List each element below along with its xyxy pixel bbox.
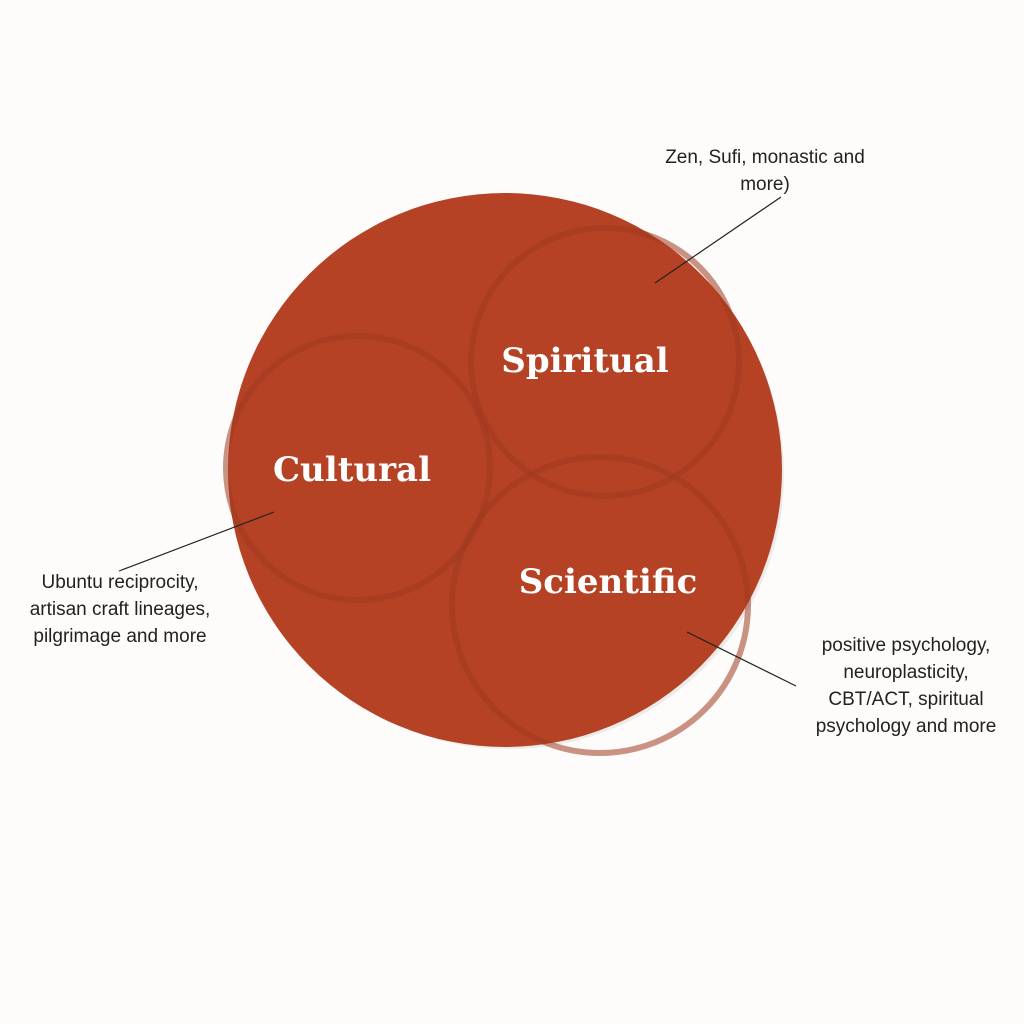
- outer-circle: [228, 193, 782, 747]
- annotation-scientific: positive psychology, neuroplasticity, CB…: [790, 632, 1022, 740]
- scientific-circle: [449, 454, 751, 756]
- leader-line-cultural: [118, 511, 275, 572]
- annotation-line: CBT/ACT, spiritual: [828, 689, 984, 710]
- annotation-line: more): [740, 174, 790, 195]
- segment-label-scientific: Scientific: [519, 562, 698, 602]
- leader-line-spiritual: [654, 196, 782, 284]
- annotation-line: positive psychology,: [821, 635, 991, 656]
- inner-circles: [223, 225, 751, 756]
- segment-label-cultural: Cultural: [273, 450, 431, 490]
- annotation-line: artisan craft lineages,: [29, 599, 211, 620]
- segment-label-spiritual: Spiritual: [501, 341, 669, 381]
- annotation-line: Zen, Sufi, monastic and: [665, 147, 865, 168]
- cultural-circle: [223, 333, 493, 603]
- annotation-cultural: Ubuntu reciprocity, artisan craft lineag…: [0, 569, 240, 650]
- annotation-line: neuroplasticity,: [843, 662, 969, 683]
- annotation-line: Ubuntu reciprocity,: [41, 572, 199, 593]
- annotation-line: psychology and more: [815, 716, 997, 737]
- annotation-line: pilgrimage and more: [33, 626, 207, 647]
- annotation-spiritual: Zen, Sufi, monastic and more): [640, 144, 890, 198]
- leader-line-scientific: [686, 631, 797, 687]
- spiritual-circle: [468, 225, 742, 499]
